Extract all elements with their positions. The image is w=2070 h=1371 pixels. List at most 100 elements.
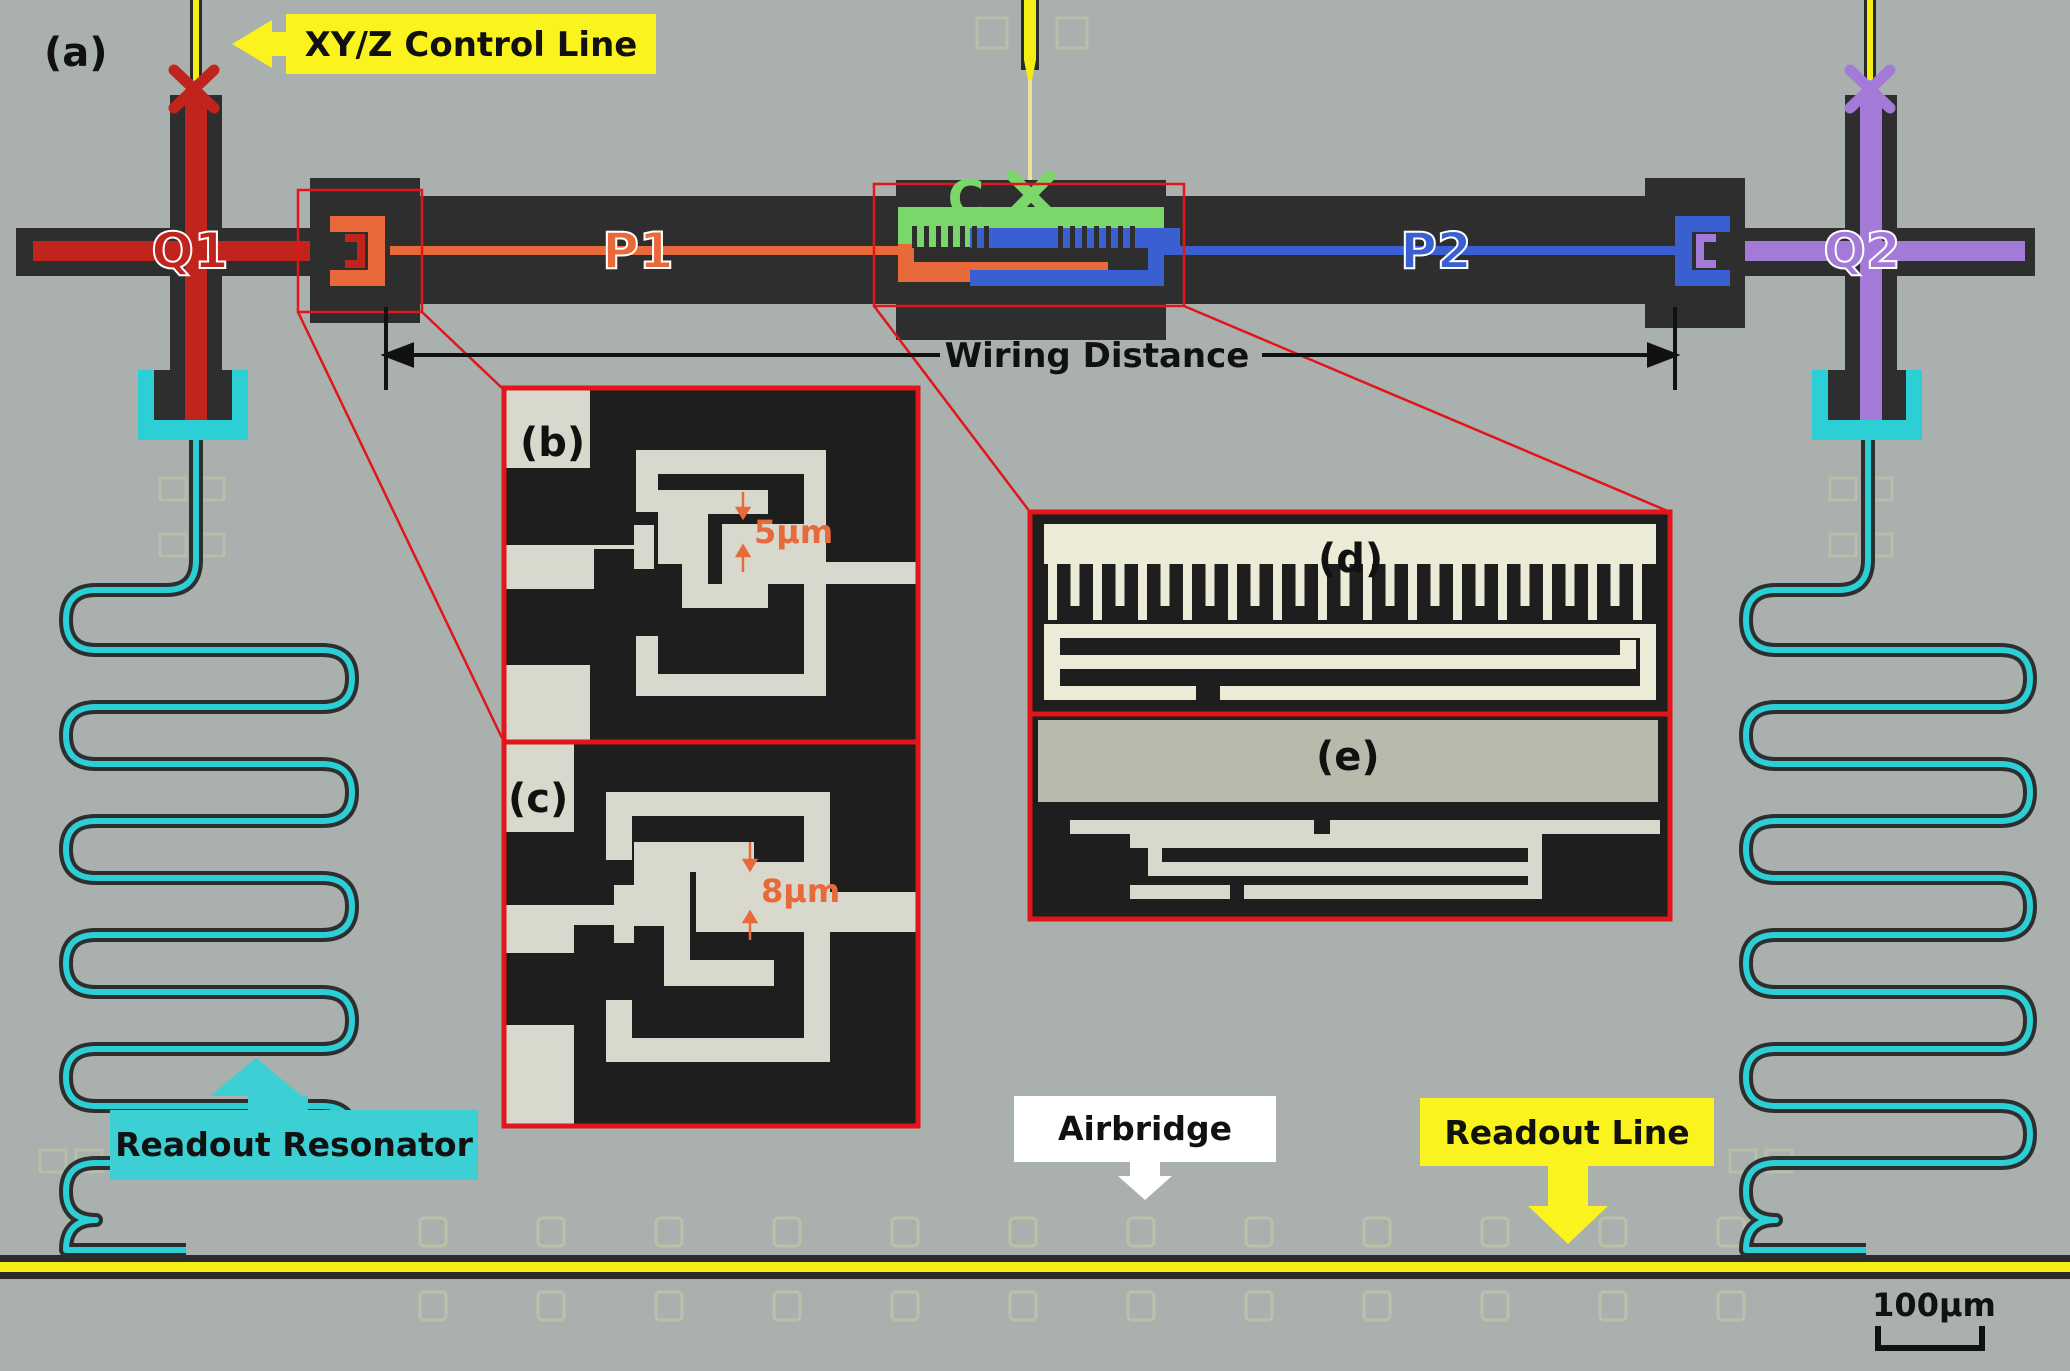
airbridge-pad [1480,1216,1510,1248]
airbridge-pad [1716,1290,1746,1322]
interdigit-finger [1115,560,1125,606]
svg-text:XY/Z Control Line: XY/Z Control Line [305,25,638,65]
inset-d [1027,509,1673,717]
airbridge-pad [1244,1290,1274,1322]
qubit-q2-body [1675,95,2035,440]
scale-bar: 100μm [1872,1286,1996,1351]
interdigit-finger [1070,560,1080,606]
airbridge-pad [890,1290,920,1322]
coupler-label: C [948,170,985,228]
airbridge-pad [1480,1290,1510,1322]
scale-bar-label: 100μm [1872,1286,1996,1324]
interdigit-finger [1183,560,1192,620]
airbridge-pad [654,1216,684,1248]
airbridge-pad [1362,1290,1392,1322]
comb-tooth [948,226,953,248]
p2-label: P2 [1400,222,1471,280]
panel-label-b: (b) [520,420,585,466]
gap-b-label: 5μm [754,513,833,551]
interdigit-finger [1588,560,1597,620]
airbridge-callout: Airbridge [1014,1096,1276,1200]
interdigit-finger [1520,560,1530,606]
comb-tooth [960,226,965,248]
q1-label: Q1 [151,222,228,280]
gap-arrows [734,492,759,940]
interdigit-finger [1610,560,1620,606]
panel-label-d: (d) [1318,536,1383,582]
inset-e [1027,711,1673,922]
q2-readout-coupler [1812,370,1922,440]
wiring-distance-bracket [380,307,1681,390]
q2-cross-marker [1844,64,1896,114]
airbridge-pad [1598,1290,1628,1322]
interdigit-finger [1340,560,1350,606]
interdigit-finger [1138,560,1147,620]
readout-resonator-callout: Readout Resonator [110,1058,478,1180]
airbridge-pad [1126,1216,1156,1248]
coupler-c-capacitor [898,207,1180,286]
interdigit-finger [1250,560,1260,606]
control-line-traces [190,0,1876,190]
comb-tooth [1118,226,1123,248]
q1-cross-marker [168,64,220,114]
interdigit-finger [1453,560,1462,620]
interdigit-finger [1408,560,1417,620]
airbridge-pad [1362,1216,1392,1248]
interdigit-finger [1475,560,1485,606]
comb-tooth [1130,226,1135,248]
comb-tooth [912,226,917,248]
svg-text:Readout Line: Readout Line [1444,1113,1689,1152]
airbridge-pad [772,1216,802,1248]
airbridge-pad [1008,1216,1038,1248]
airbridge-pad [772,1290,802,1322]
readout-line-trace [0,1255,2070,1279]
interdigit-finger [1048,560,1057,620]
p1-label: P1 [602,222,673,280]
readout-resonator-right [1739,440,2037,1257]
airbridge-row [418,1216,1746,1322]
airbridge-pad [890,1216,920,1248]
wiring-distance-label: Wiring Distance [945,336,1250,376]
airbridge-pad [654,1290,684,1322]
interdigit-finger [1543,560,1552,620]
zoom-boxes [296,182,1671,739]
comb-tooth [1070,226,1075,248]
panel-label-e: (e) [1316,734,1380,780]
interdigit-finger [1633,560,1642,620]
readout-line-callout: Readout Line [1420,1098,1714,1244]
gap-c-label: 8μm [761,872,840,910]
airbridge-pad [418,1290,448,1322]
coupler-c-cross-marker [1006,170,1056,220]
interdigit-finger [1363,560,1372,620]
xyz-control-line-callout: XY/Z Control Line [232,14,656,74]
comb-tooth [1106,226,1111,248]
interdigit-finger [1430,560,1440,606]
airbridge-pad [536,1290,566,1322]
interdigit-finger [1160,560,1170,606]
comb-tooth [936,226,941,248]
comb-tooth [972,226,977,248]
interdigit-finger [1273,560,1282,620]
comb-tooth [1058,226,1063,248]
inset-c [501,739,921,1129]
interdigit-finger [1295,560,1305,606]
interdigit-finger [1205,560,1215,606]
airbridge-pad [1598,1216,1628,1248]
q1-readout-coupler [138,370,248,440]
svg-text:Readout Resonator: Readout Resonator [115,1125,473,1164]
airbridge-pad [1008,1290,1038,1322]
interdigit-finger [1565,560,1575,606]
comb-tooth [984,226,989,248]
q2-label: Q2 [1823,222,1900,280]
interdigit-finger [1318,560,1327,620]
comb-tooth [924,226,929,248]
interdigit-finger [1498,560,1507,620]
airbridge-pad [1126,1290,1156,1322]
airbridge-pad [536,1216,566,1248]
svg-text:Airbridge: Airbridge [1058,1109,1232,1148]
panel-label-c: (c) [508,776,568,822]
comb-tooth [1082,226,1087,248]
interdigit-finger [1385,560,1395,606]
airbridge-pad [1244,1216,1274,1248]
